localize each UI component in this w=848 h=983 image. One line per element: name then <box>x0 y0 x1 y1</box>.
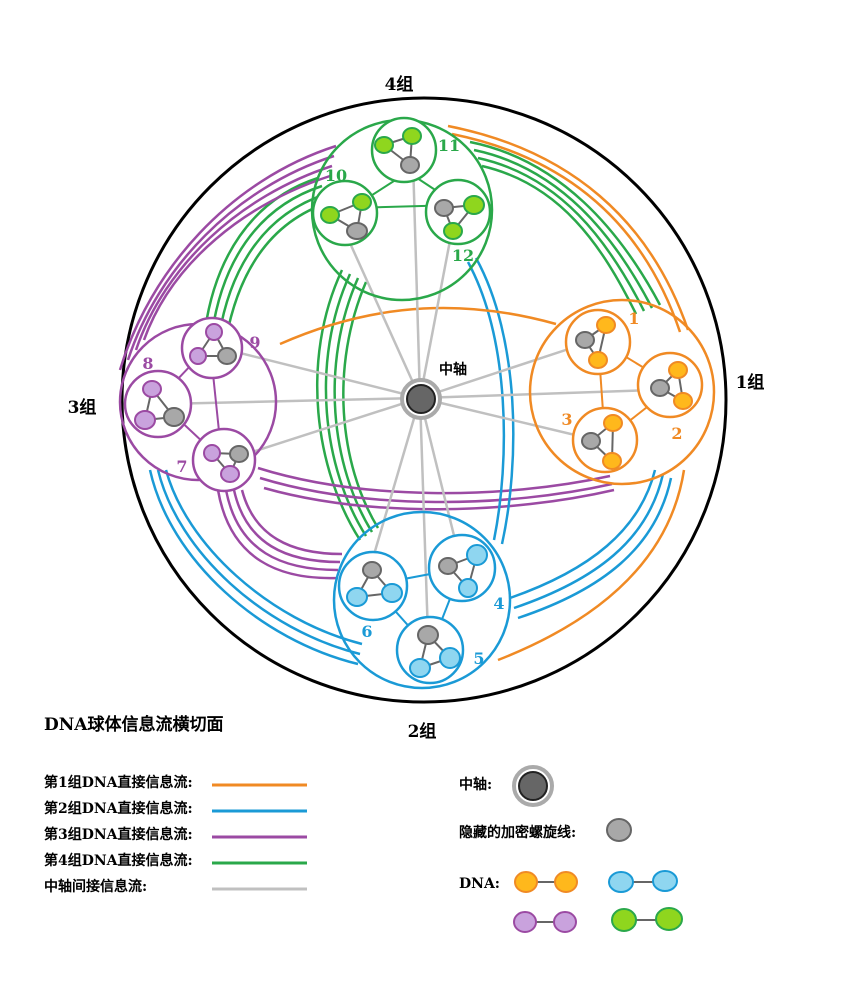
node-3-label: 3 <box>561 410 572 429</box>
diagram-title: DNA球体信息流横切面 <box>44 714 223 735</box>
outer-sphere <box>120 96 728 704</box>
center-label: 中轴 <box>439 361 467 378</box>
legend-flow4-label: 第4组DNA直接信息流: <box>44 852 193 869</box>
node-2-ring <box>636 351 704 419</box>
legend-hidden-icon <box>606 818 632 842</box>
group-1-label: 1组 <box>736 372 765 393</box>
node-2-label: 2 <box>671 424 682 443</box>
group3-flow-to-1 <box>257 466 615 511</box>
node-5-label: 5 <box>473 649 484 668</box>
legend-flow3-label: 第3组DNA直接信息流: <box>44 826 193 843</box>
legend-flow2-label: 第2组DNA直接信息流: <box>44 800 193 817</box>
group1-flow-to-3 <box>279 306 557 346</box>
legend-axis-icon <box>512 765 554 807</box>
node-1-label: 1 <box>628 309 639 328</box>
group-3-label: 3组 <box>68 397 97 418</box>
group-1-cluster <box>528 298 716 486</box>
legend-dna-purple <box>513 911 577 933</box>
group4-flow-to-1 <box>469 140 662 315</box>
group-2-sphere <box>332 510 512 690</box>
node-7-label: 7 <box>176 457 187 476</box>
node-12-label: 12 <box>452 246 474 265</box>
center-axis <box>400 378 442 420</box>
legend-axis-label: 中轴: <box>459 776 492 793</box>
node-8-label: 8 <box>142 354 153 373</box>
group2-flow-to-1 <box>509 469 673 620</box>
group1-flow-to-4 <box>447 124 690 333</box>
group1-flow-to-2 <box>497 469 686 662</box>
group-3-cluster <box>118 316 278 493</box>
group-2-cluster <box>332 510 512 690</box>
group-2-label: 2组 <box>408 721 437 742</box>
group-1-sphere <box>528 298 716 486</box>
group4-flow-to-2 <box>316 269 380 541</box>
node-11-label: 11 <box>438 136 460 155</box>
group2-flow-to-4 <box>466 257 515 545</box>
node-8-ring <box>123 369 193 439</box>
group4-flow-to-3 <box>203 176 331 340</box>
legend-dna-orange <box>514 871 578 893</box>
group-4-label: 4组 <box>385 74 414 95</box>
node-4-label: 4 <box>493 594 504 613</box>
legend-dna-green <box>611 907 683 932</box>
legend-dna-label: DNA: <box>459 876 500 892</box>
legend-axis-flow-label: 中轴间接信息流: <box>44 878 147 895</box>
group3-flow-to-2 <box>216 489 343 580</box>
group3-flow-to-4 <box>118 144 337 371</box>
legend-flow1-label: 第1组DNA直接信息流: <box>44 774 193 791</box>
node-9-label: 9 <box>249 333 260 352</box>
group2-flow-to-3 <box>148 469 363 666</box>
node-10-label: 10 <box>325 166 347 185</box>
legend-hidden-label: 隐藏的加密螺旋线: <box>459 824 576 841</box>
legend-dna-blue <box>608 870 678 893</box>
node-6-label: 6 <box>361 622 372 641</box>
group-4-cluster <box>310 116 494 302</box>
